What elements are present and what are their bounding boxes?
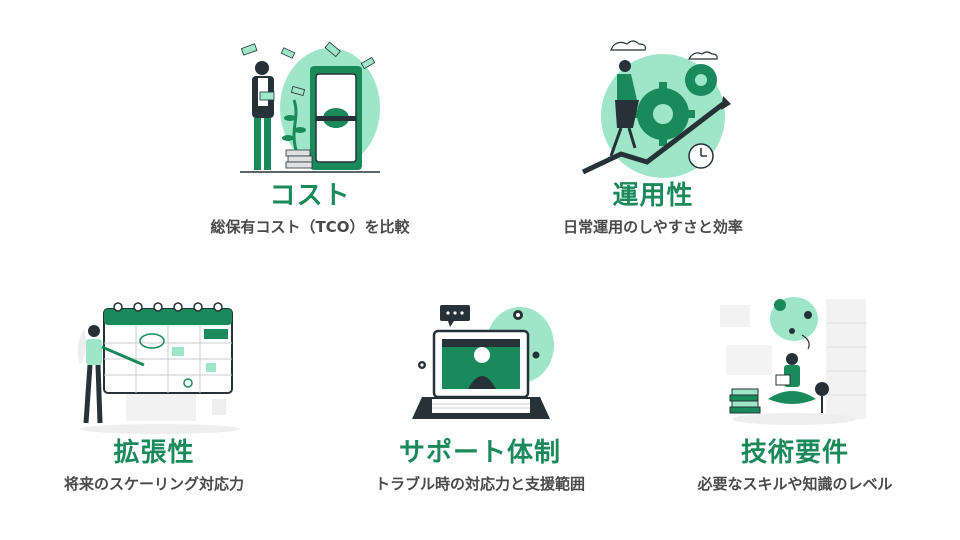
operability-card: 運用性 日常運用のしやすさと効率 [503, 38, 803, 238]
cost-card: コスト 総保有コスト（TCO）を比較 [160, 38, 460, 238]
card-title: 運用性 [612, 181, 694, 211]
card-title: コスト [269, 181, 351, 211]
calendar-planning-illustration [77, 302, 240, 434]
card-subtitle: 将来のスケーリング対応力 [63, 475, 244, 493]
studying-books-illustration [720, 297, 866, 425]
support-card: サポート体制 トラブル時の対応力と支援範囲 [330, 295, 630, 495]
laptop-support-illustration [412, 305, 554, 419]
card-title: 技術要件 [740, 438, 849, 468]
technical-requirements-card: 技術要件 必要なスキルや知識のレベル [645, 295, 945, 495]
gears-growth-illustration [581, 40, 731, 178]
money-businessman-illustration [240, 41, 380, 173]
scalability-card: 拡張性 将来のスケーリング対応力 [4, 295, 304, 495]
card-subtitle: 日常運用のしやすさと効率 [563, 218, 743, 236]
card-title: 拡張性 [113, 438, 195, 468]
card-subtitle: 総保有コスト（TCO）を比較 [210, 218, 410, 236]
card-title: サポート体制 [398, 438, 561, 468]
card-subtitle: 必要なスキルや知識のレベル [697, 475, 893, 493]
card-subtitle: トラブル時の対応力と支援範囲 [374, 475, 585, 493]
